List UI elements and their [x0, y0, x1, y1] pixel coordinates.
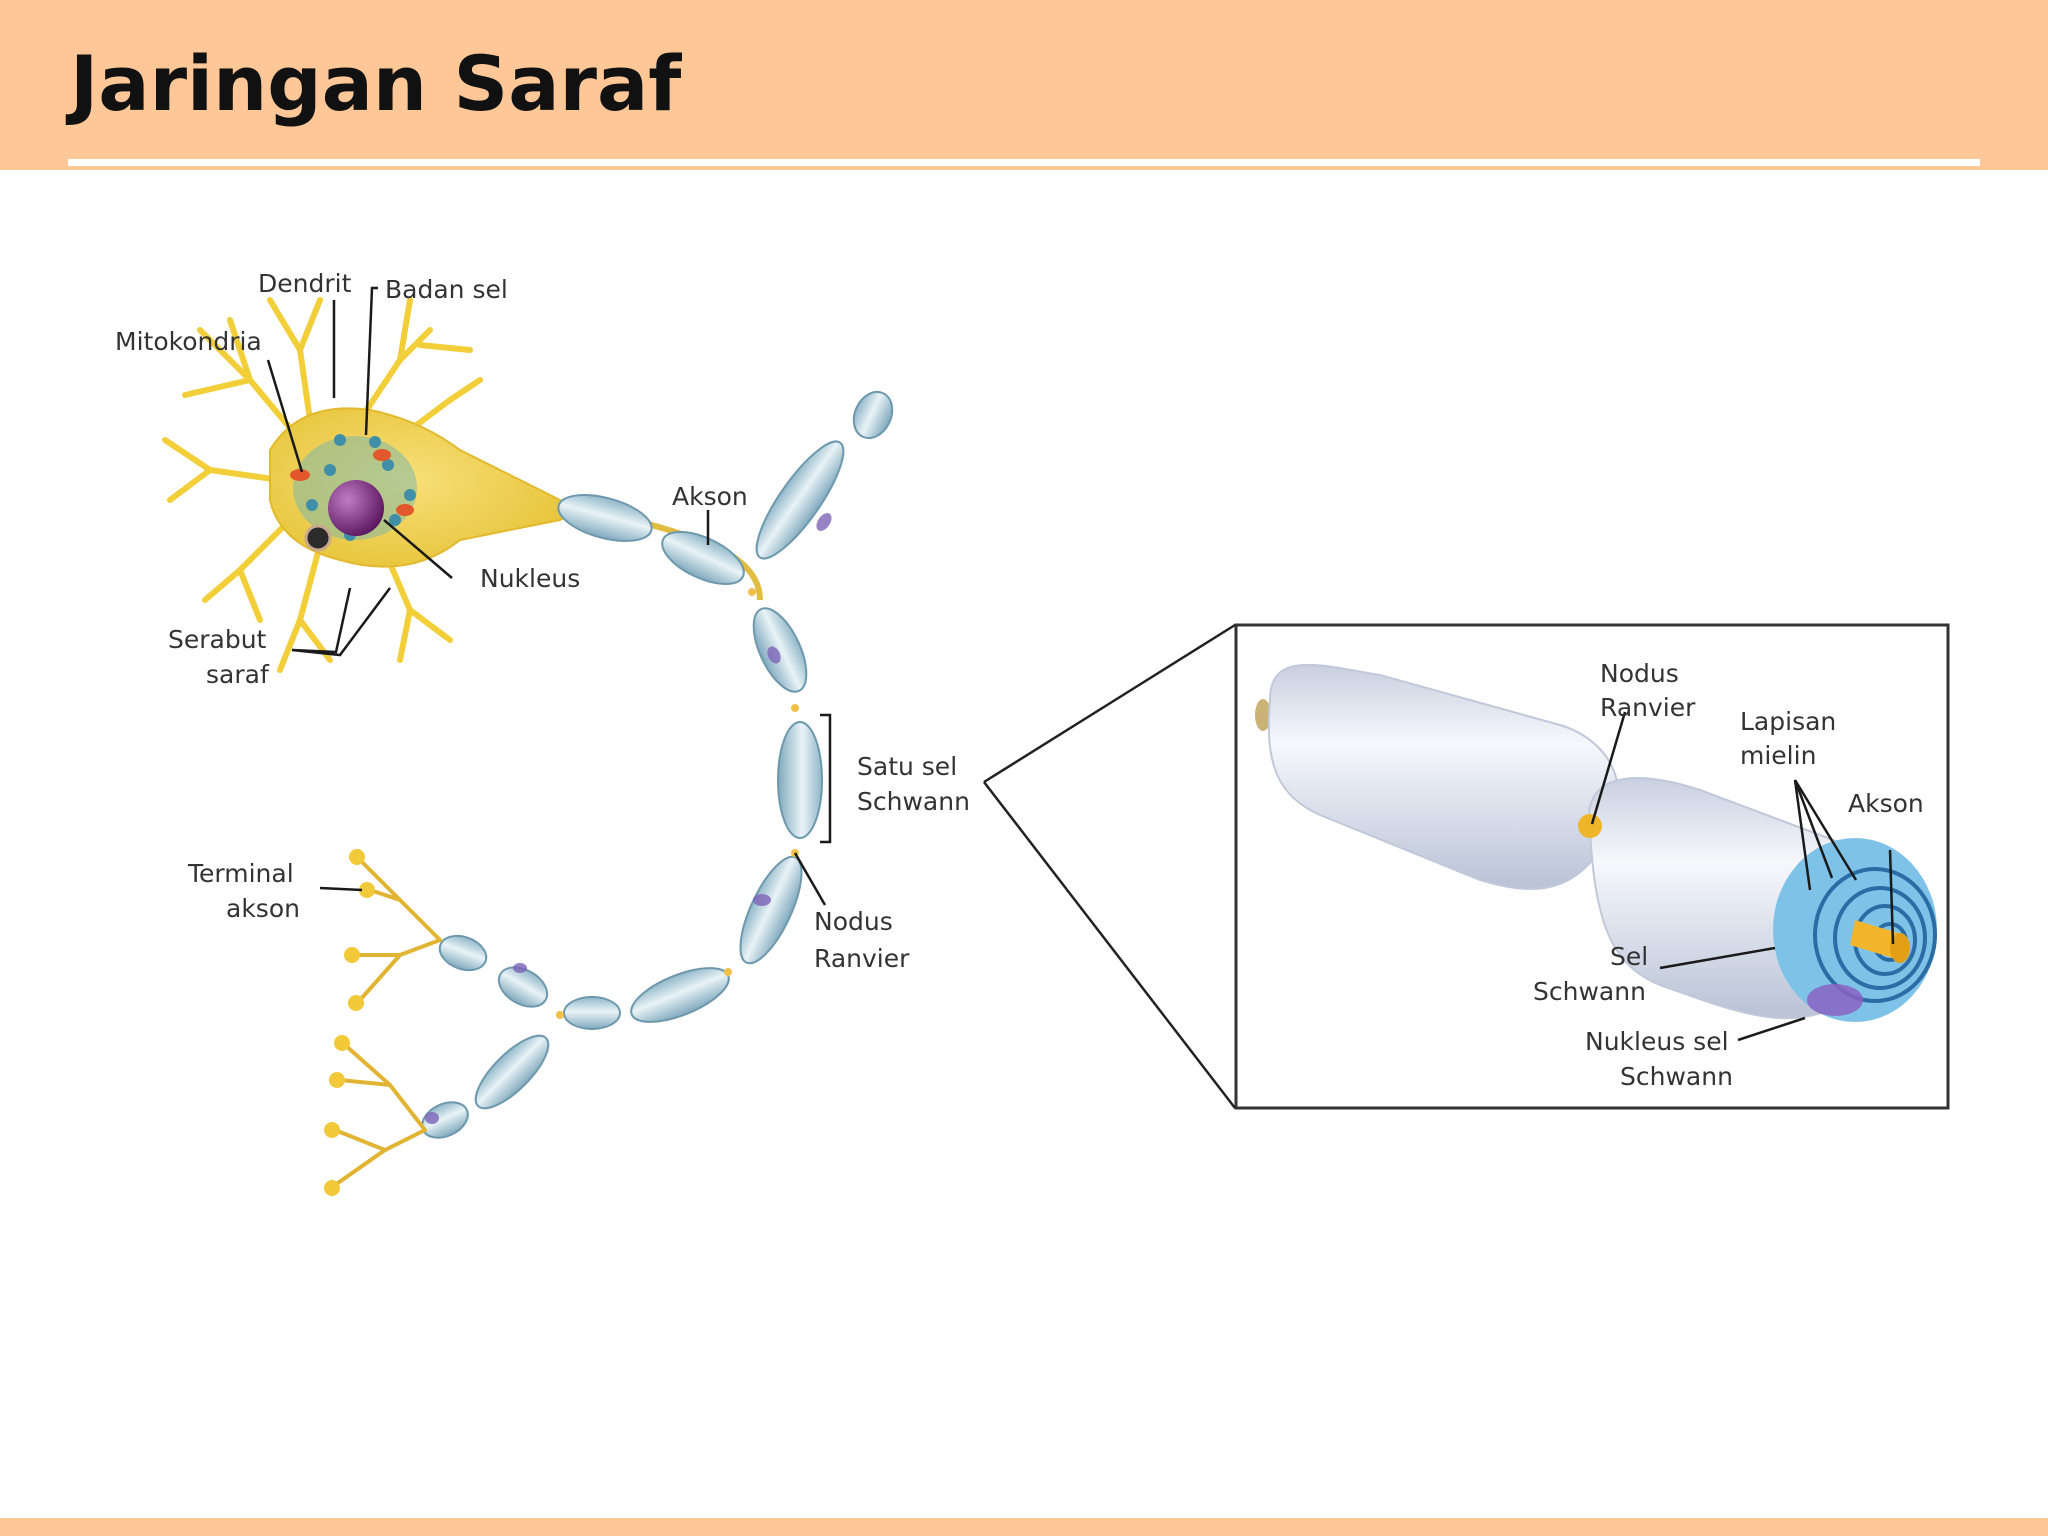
dendrites — [162, 297, 483, 673]
neuron-labels: Dendrit Badan sel Mitokondria Akson Nukl… — [115, 269, 970, 973]
zoom-labels: Nodus Ranvier Lapisan mielin Akson Sel S… — [1533, 659, 1924, 1091]
label-serabut-line1: Serabut — [168, 625, 267, 654]
title-underline — [68, 159, 1980, 166]
zoom-label-lapisan-line1: Lapisan — [1740, 707, 1836, 736]
label-satu-sel-line2: Schwann — [857, 787, 970, 816]
label-mitokondria: Mitokondria — [115, 327, 262, 356]
label-badan-sel: Badan sel — [385, 275, 508, 304]
label-nodus-line1: Nodus — [814, 907, 893, 936]
zoom-label-akson: Akson — [1848, 789, 1924, 818]
cell-body — [269, 407, 571, 568]
zoom-box — [1234, 623, 1950, 1110]
zoom-label-nukleus-line2: Schwann — [1620, 1062, 1733, 1091]
zoom-label-nodus-line1: Nodus — [1600, 659, 1679, 688]
label-terminal-line1: Terminal — [187, 859, 294, 888]
label-serabut-line2: saraf — [206, 660, 270, 689]
bottom-bar — [0, 1518, 2048, 1536]
label-terminal-line2: akson — [226, 894, 300, 923]
mitochondria-mark — [290, 469, 310, 481]
slide-title: Jaringan Saraf — [70, 39, 682, 128]
zoom-label-sel-line1: Sel — [1610, 942, 1648, 971]
label-dendrit: Dendrit — [258, 269, 352, 298]
zoom-label-nodus-line2: Ranvier — [1600, 693, 1696, 722]
myelin-segments — [421, 390, 894, 1139]
nucleus-mark — [328, 480, 384, 536]
label-nodus-line2: Ranvier — [814, 944, 910, 973]
zoom-label-nukleus-line1: Nukleus sel — [1585, 1027, 1729, 1056]
axon-terminals — [333, 858, 442, 1187]
zoom-label-sel-line2: Schwann — [1533, 977, 1646, 1006]
label-nukleus: Nukleus — [480, 564, 580, 593]
label-satu-sel-line1: Satu sel — [857, 752, 957, 781]
zoom-label-lapisan-line2: mielin — [1740, 741, 1816, 770]
label-akson: Akson — [672, 482, 748, 511]
title-bar — [0, 0, 2048, 170]
